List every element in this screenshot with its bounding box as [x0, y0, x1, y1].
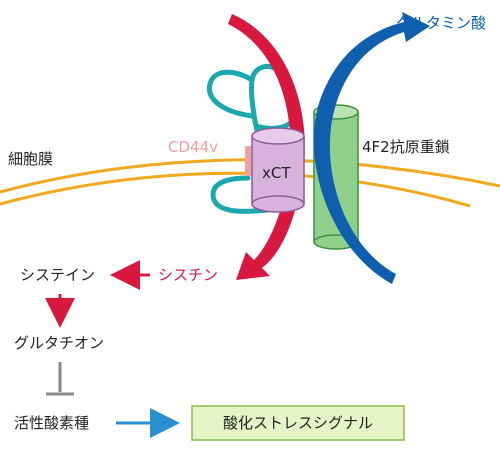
heavy-chain-label: 4F2抗原重鎖 [362, 138, 450, 156]
ros-label: 活性酸素種 [14, 414, 89, 432]
cd44v-chain-lower [210, 175, 271, 214]
membrane-inner-line [0, 171, 471, 208]
cysteine-label: システイン [20, 266, 95, 284]
glutathione-inhibits-ros [46, 362, 74, 396]
membrane-label: 細胞膜 [8, 150, 53, 168]
cd44v-chain-left-loop [206, 69, 255, 119]
xct-cylinder [251, 127, 305, 213]
oxidative-signal-label: 酸化ストレスシグナル [223, 414, 373, 432]
cystine-influx-arrow [228, 14, 305, 280]
cd44v-label: CD44v [168, 138, 218, 156]
glutathione-label: グルタチオン [14, 334, 104, 352]
glutamate-label: グルタミン酸 [396, 14, 486, 32]
membrane-outer-line [0, 158, 500, 194]
cystine-label: シスチン [158, 266, 218, 284]
xct-label: xCT [262, 164, 291, 182]
glutamate-efflux-arrow [313, 12, 430, 284]
oxidative-signal-box [191, 405, 405, 441]
